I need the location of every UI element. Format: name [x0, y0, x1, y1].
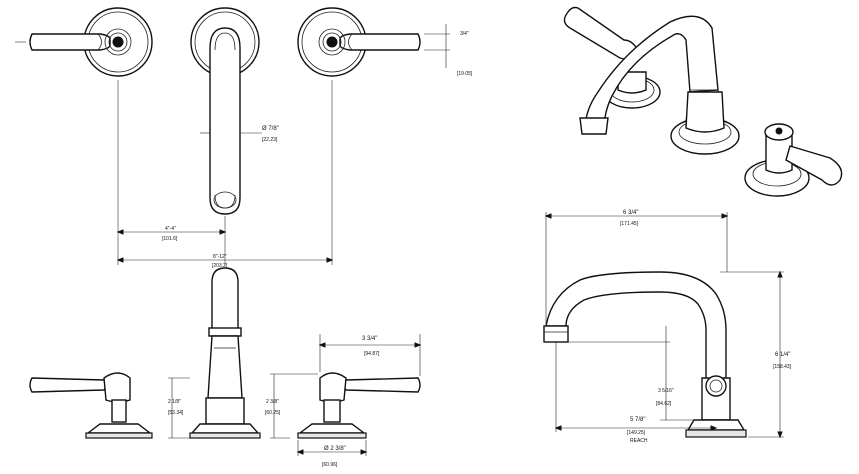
dim-handle-height-metric: [19.05] — [457, 71, 473, 77]
top-view: 3/4" [19.05] Ø 7/8" [22.23] 4"-4" [101.6… — [15, 7, 473, 269]
dim-spout-width: 6 3/4" [171.45] — [544, 210, 729, 326]
dim-spread-metric: [203.2] — [212, 263, 228, 269]
dim-spout-diameter: Ø 7/8" [22.23] — [200, 126, 279, 143]
dim-spout-diameter-imperial: Ø 7/8" — [262, 126, 279, 132]
dim-spout-base-height-imperial: 2 3/8" — [266, 399, 279, 405]
dim-reach-imperial: 5 7/8" — [630, 417, 645, 423]
left-handle-front — [29, 372, 153, 439]
front-view: 2 1/8" [53.34] 2 3/8" [60.25] 3 3/4" [94… — [29, 267, 422, 468]
dim-base-diameter-metric: [60.96] — [322, 462, 338, 468]
right-handle-top — [297, 7, 421, 77]
dim-handle-base-height-imperial: 2 1/8" — [168, 399, 181, 405]
dim-spread: 8"-12" [203.2] — [116, 254, 334, 269]
dim-half-spread: 4"-4" [101.6] — [116, 226, 227, 242]
dim-spout-diameter-metric: [22.23] — [262, 137, 278, 143]
dim-reach: 5 7/8" [149.25] REACH — [554, 342, 718, 444]
dim-spout-base-height-metric: [60.25] — [265, 410, 281, 416]
left-handle-top — [29, 7, 153, 77]
dim-spout-clearance-metric: [84.62] — [656, 401, 672, 407]
dim-spout-width-imperial: 6 3/4" — [623, 210, 638, 216]
dim-handle-reach-metric: [94.87] — [364, 351, 380, 357]
spout-front — [189, 267, 261, 439]
dim-handle-reach: 3 3/4" [94.87] — [318, 334, 422, 376]
dim-spout-height-metric: [158.43] — [773, 364, 792, 370]
right-handle-front — [297, 372, 421, 439]
dim-spout-clearance: 3 5/16" [84.62] — [568, 326, 702, 421]
isometric-view — [563, 6, 843, 197]
dim-spread-imperial: 8"-12" — [213, 254, 227, 260]
side-view: 6 3/4" [171.45] 6 1/4" [158.43] 3 5/16" … — [543, 210, 792, 444]
dim-spout-base-height: 2 3/8" [60.25] — [265, 373, 318, 439]
dim-handle-reach-imperial: 3 3/4" — [362, 336, 377, 342]
dim-handle-base-height-metric: [53.34] — [168, 410, 184, 416]
dim-spout-clearance-imperial: 3 5/16" — [658, 388, 674, 394]
spout-top — [190, 7, 260, 215]
dim-spout-width-metric: [171.45] — [620, 221, 639, 227]
dim-handle-base-height: 2 1/8" [53.34] — [168, 377, 190, 439]
dim-reach-metric: [149.25] — [627, 430, 646, 436]
dim-base-diameter: Ø 2 3/8" [60.96] — [296, 440, 368, 468]
dim-handle-height: 3/4" [19.05] — [424, 24, 473, 77]
dim-half-spread-imperial: 4"-4" — [165, 226, 176, 232]
dim-reach-note: REACH — [630, 438, 648, 444]
dim-spout-height-imperial: 6 1/4" — [775, 352, 790, 358]
dim-handle-height-imperial: 3/4" — [460, 31, 469, 37]
dim-base-diameter-imperial: Ø 2 3/8" — [324, 446, 346, 452]
dim-half-spread-metric: [101.6] — [162, 236, 178, 242]
dim-spout-height: 6 1/4" [158.43] — [720, 270, 792, 439]
